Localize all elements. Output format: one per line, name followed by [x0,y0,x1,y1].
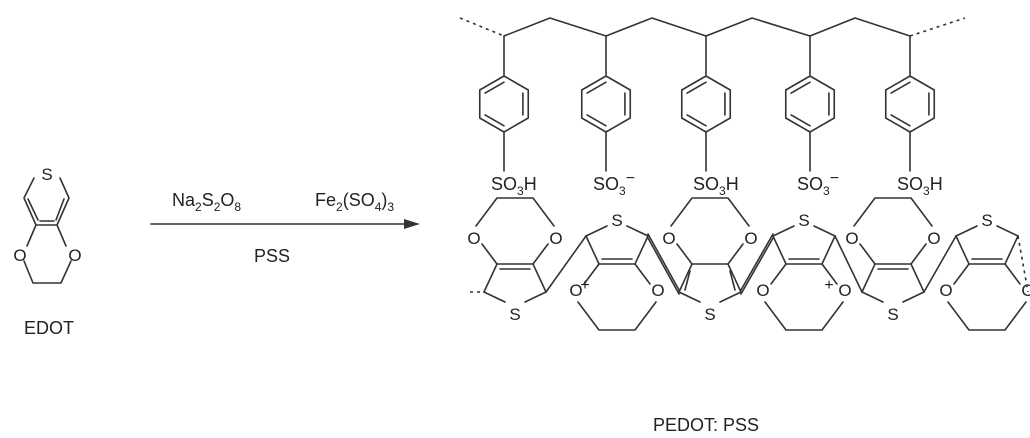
pedot-ethylenedioxy-ring [475,197,555,227]
edot-label: EDOT [24,318,74,338]
pedot-oxygen-atom: O [756,281,769,300]
pss-aromatic-inner-bond [686,81,707,94]
pss-chain-end-left [459,17,505,37]
pedot-oxygen-atom: O [549,229,562,248]
pedot-quinoid-double-bond [647,233,680,291]
pedot-thiophene-unit: S O O [756,211,852,331]
pss-styrene-sulfonate-unit: SO3− [784,35,839,198]
pedot-oxygen-atom: O [651,281,664,300]
pedot-inner-double-bond [729,270,736,291]
pedot-inter-ring-bond [545,235,587,293]
pedot-sulfur-atom: S [981,211,992,230]
pss-aromatic-inner-bond [484,114,505,127]
edot-structure: S O O [13,165,82,284]
pss-polymer-chain: SO3H SO3− SO3H SO3− SO3H [459,17,966,198]
pss-aromatic-inner-bond [586,114,607,127]
pedot-thiophene-unit: S O O [662,197,758,324]
edot-sulfur: S [41,165,52,184]
pedot-oxygen-atom: O [927,229,940,248]
pss-chain-end-right [909,17,966,37]
pedot-oxygen-atom: O [467,229,480,248]
pedot-quinoid-double-bond [740,233,774,291]
oxidant-iron-sulfate: Fe2(SO4)3 [315,190,394,214]
pss-benzene-ring [884,75,936,133]
pss-benzene-ring [580,75,632,133]
pss-sulfonate-label: SO3− [593,170,635,198]
pedot-sulfur-atom: S [887,305,898,324]
pedot-quinoid-double-bond [647,237,680,295]
pss-sulfonate-label: SO3H [897,174,943,198]
pedot-thiophene-unit: S O O [845,197,941,324]
pedot-oxygen-atom: O [744,229,757,248]
pedot-oxygen-atom: O [845,229,858,248]
pedot-thiophene-unit: S O O [467,197,563,324]
pedot-chain-end-right [1017,235,1029,293]
pss-sulfonate-label: SO3H [491,174,537,198]
pedot-quinoid-double-bond [740,237,774,295]
oxidant-sodium-persulfate: Na2S2O8 [172,190,241,214]
edot-oxygen-left: O [13,246,26,265]
pss-backbone [503,17,911,37]
pss-styrene-sulfonate-unit: SO3H [680,35,739,198]
pedot-ethylenedioxy-ring [670,197,750,227]
pedot-ethylenedioxy-ring [764,301,844,331]
pss-benzene-ring [478,75,530,133]
pedot-ethylenedioxy-ring [947,301,1027,331]
pedot-sulfur-atom: S [704,305,715,324]
pss-aromatic-inner-bond [586,81,607,94]
pedot-thiophene-unit: S O O [939,211,1030,331]
product-label: PEDOT: PSS [653,415,759,435]
pedot-inter-ring-bond [923,235,957,293]
edot-oxygen-right: O [68,246,81,265]
pss-aromatic-inner-bond [790,114,811,127]
pedot-positive-charge: + [580,277,589,294]
pss-benzene-ring [680,75,732,133]
pedot-oxygen-atom: O [838,281,851,300]
pedot-ethylenedioxy-ring [577,301,657,331]
reaction-arrow [150,219,420,229]
pss-aromatic-inner-bond [890,81,911,94]
pedot-inter-ring-bond [834,235,863,293]
pedot-inner-double-bond [684,270,691,291]
pedot-oxygen-atom: O [1021,281,1030,300]
pss-benzene-ring [784,75,836,133]
pss-aromatic-inner-bond [484,81,505,94]
pedot-oxygen-atom: O [939,281,952,300]
pss-styrene-sulfonate-unit: SO3− [580,35,635,198]
pss-styrene-sulfonate-unit: SO3H [478,35,537,198]
pedot-ethylenedioxy-ring [853,197,933,227]
pss-styrene-sulfonate-unit: SO3H [884,35,943,198]
reaction-condition-pss: PSS [254,246,290,266]
pedot-oxygen-atom: O [569,281,582,300]
pss-sulfonate-label: SO3H [693,174,739,198]
pss-sulfonate-label: SO3− [797,170,839,198]
pedot-sulfur-atom: S [509,305,520,324]
pss-aromatic-inner-bond [890,114,911,127]
pedot-sulfur-atom: S [798,211,809,230]
pedot-sulfur-atom: S [611,211,622,230]
pedot-positive-charge: + [824,277,833,294]
pedot-thiophene-unit: S O O [569,211,665,331]
pedot-oxygen-atom: O [662,229,675,248]
pss-aromatic-inner-bond [790,81,811,94]
pss-aromatic-inner-bond [686,114,707,127]
